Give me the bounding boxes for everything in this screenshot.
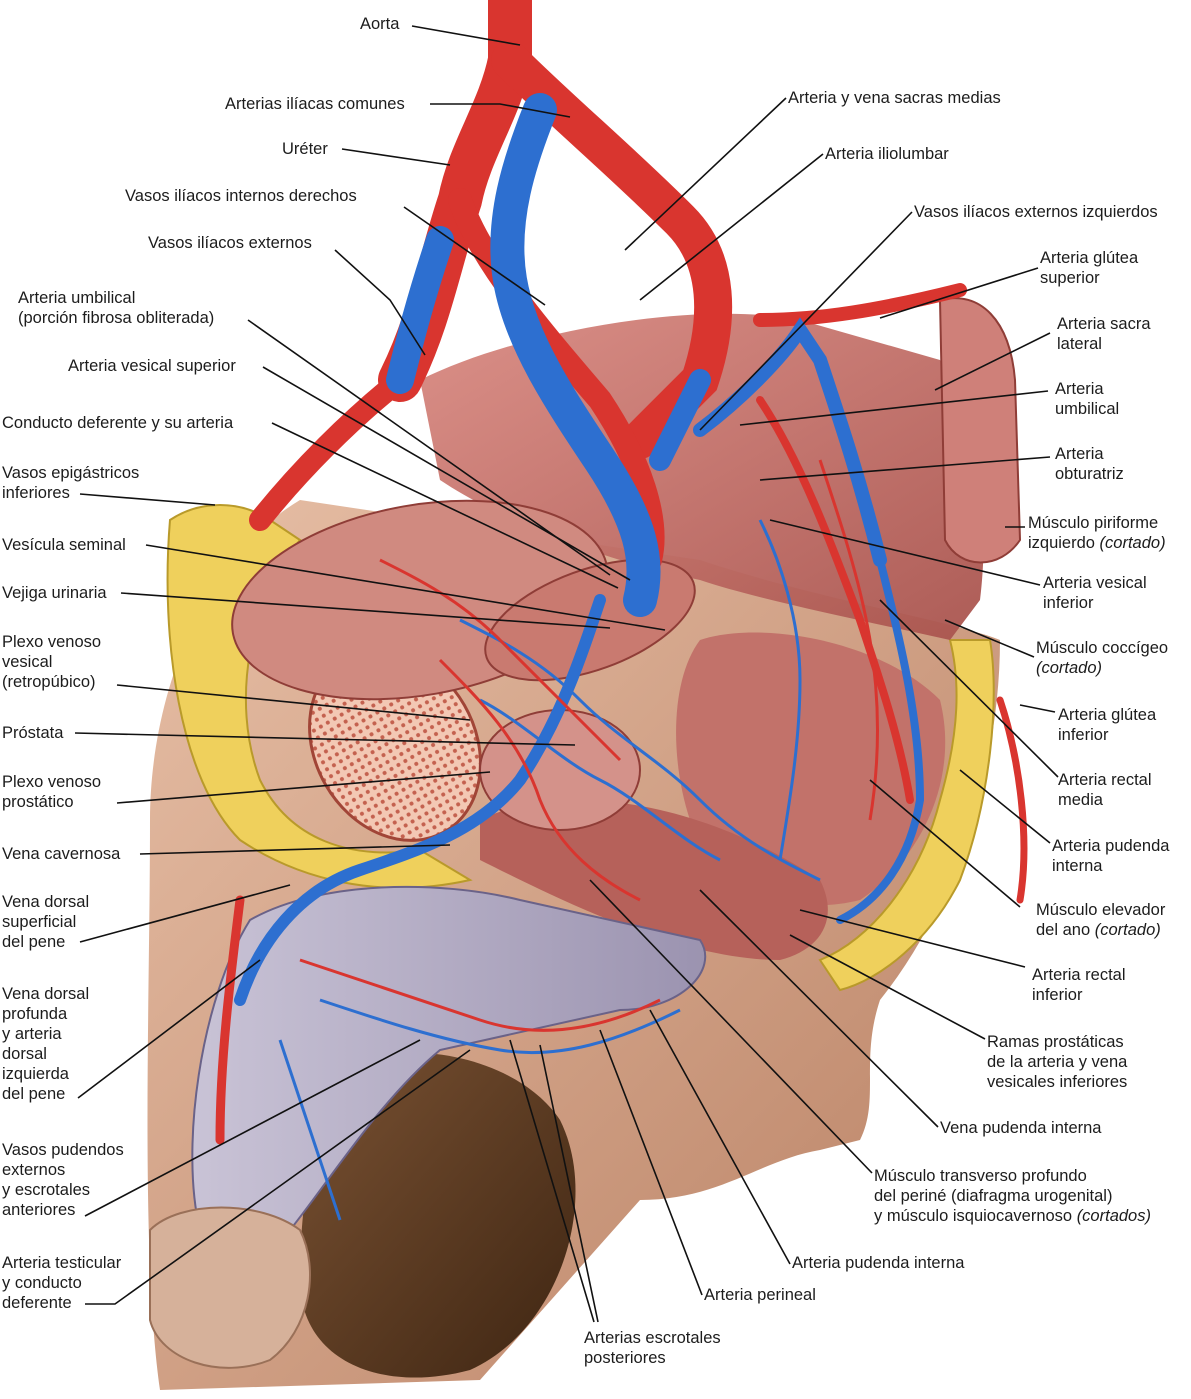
label-aorta: Aorta [360,15,400,33]
label-vena-pudenda-interna: Vena pudenda interna [940,1119,1102,1137]
label-arteria-vena-sacras: Arteria y vena sacras medias [788,89,1001,107]
scrotum [300,1052,576,1378]
label-vasos-iliacos-internos-derechos: Vasos ilíacos internos derechos [125,187,357,205]
label-conducto-deferente: Conducto deferente y su arteria [2,414,234,432]
label-vasos-iliacos-externos: Vasos ilíacos externos [148,234,312,252]
label-arteria-vesical-superior: Arteria vesical superior [68,357,236,375]
label-arteria-perineal: Arteria perineal [704,1286,816,1304]
label-prostata: Próstata [2,724,64,742]
label-vejiga-urinaria: Vejiga urinaria [2,584,107,602]
label-arteria-pudenda-interna-bottom: Arteria pudenda interna [792,1254,965,1272]
label-vesicula-seminal: Vesícula seminal [2,536,126,554]
label-ureter: Uréter [282,140,328,158]
prostate [479,709,641,831]
leader-lines [74,25,1059,1323]
label-arteria-iliolumbar: Arteria iliolumbar [825,145,949,163]
label-arteria-umbilical-fibrosa: Arteria umbilical(porción fibrosa oblite… [18,289,215,327]
label-vena-cavernosa: Vena cavernosa [2,845,121,863]
label-coccigeo: Músculo coccígeo(cortado) [1036,639,1169,677]
veins [234,93,925,1006]
penis [149,885,707,1369]
label-arterias-iliacas-comunes: Arterias ilíacas comunes [225,95,405,113]
vascular-plexus [278,459,879,1221]
label-vasos-iliacos-ext-izq: Vasos ilíacos externos izquierdos [914,203,1158,221]
